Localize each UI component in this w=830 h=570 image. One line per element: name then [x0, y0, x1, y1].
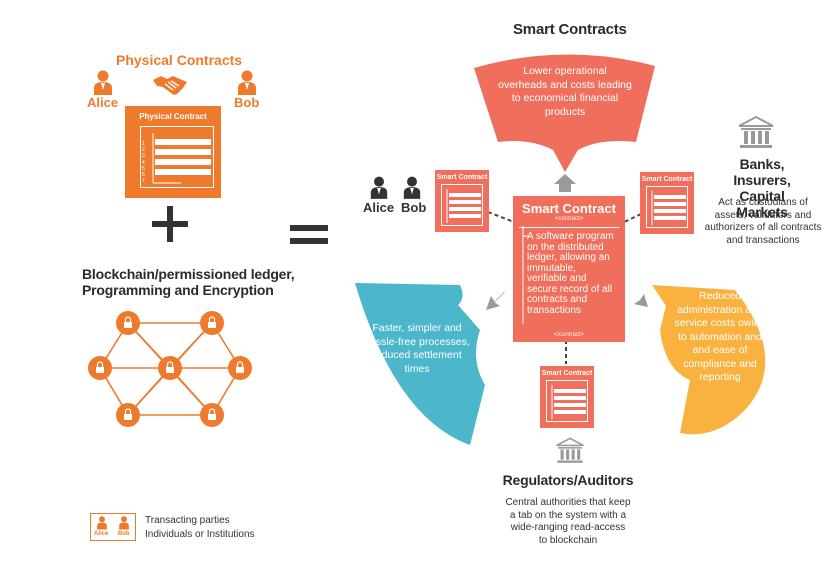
- smart-contract-doc-left-title: Smart Contract: [436, 174, 488, 181]
- smart-contract-doc-left: Smart Contract: [435, 170, 489, 232]
- code-gutter-icon: [522, 226, 529, 324]
- physical-contract-lines: 1 2 3 4 5 6 7: [140, 126, 214, 188]
- smart-contract-doc-right: Smart Contract: [640, 172, 694, 234]
- smart-contract-doc-bottom: Smart Contract: [540, 366, 594, 428]
- smart-contracts-title: Smart Contracts: [513, 21, 627, 38]
- main-smart-contract-description: A software program on the distributed le…: [527, 231, 614, 316]
- smart-contract-doc-right-title: Smart Contract: [641, 176, 693, 183]
- handshake-icon: [153, 76, 187, 95]
- alice-dark-label: Alice: [363, 200, 395, 215]
- top-benefit-text: Lower operational overheads and costs le…: [498, 65, 632, 118]
- equals-sign: [290, 225, 328, 245]
- contract-open-tag: <contract>: [554, 216, 584, 222]
- physical-contract-doc-title: Physical Contract: [139, 112, 207, 121]
- main-smart-contract: Smart Contract <contract> A software pro…: [513, 196, 625, 342]
- bob-label: Bob: [234, 95, 260, 110]
- legend-icon-box: Alice Bob: [90, 513, 136, 541]
- bob-dark-person-icon: [403, 176, 421, 199]
- left-benefit-text: Faster, simpler and hassle-free processe…: [364, 322, 470, 375]
- physical-contract-line-numbers: 1 2 3 4 5 6 7: [142, 141, 145, 185]
- contract-close-tag: </contract>: [553, 332, 585, 338]
- alice-label: Alice: [87, 95, 119, 110]
- physical-contracts-title: Physical Contracts: [116, 52, 243, 68]
- blockchain-title: Blockchain/permissioned ledger, Programm…: [82, 266, 295, 298]
- document-lines-icon: [152, 133, 211, 184]
- legend-text: Transacting parties Individuals or Insti…: [145, 515, 255, 540]
- alice-person-icon: [94, 70, 112, 95]
- plus-sign: [152, 206, 188, 242]
- document-lines-icon: [446, 189, 481, 223]
- banks-description: Act as custodians of assets, validators …: [704, 197, 822, 246]
- regulators-title: Regulators/Auditors: [502, 472, 634, 488]
- bob-dark-label: Bob: [401, 200, 427, 215]
- legend-alice-icon: [97, 516, 107, 530]
- legend-bob-label: Bob: [118, 531, 130, 537]
- alice-dark-person-icon: [370, 176, 388, 199]
- physical-contract-document: Physical Contract 1 2 3 4 5 6 7: [125, 106, 221, 198]
- bob-person-icon: [238, 70, 256, 95]
- document-lines-icon: [651, 191, 686, 225]
- right-benefit-text: Reduced administration and service costs…: [674, 290, 766, 383]
- banks-title: Banks, Insurers, Capital Markets: [733, 156, 791, 220]
- legend-alice-label: Alice: [94, 531, 109, 537]
- blockchain-network-diagram: [88, 311, 252, 427]
- smart-contract-doc-bottom-title: Smart Contract: [541, 370, 593, 377]
- legend-bob-icon: [119, 516, 129, 530]
- document-lines-icon: [551, 385, 586, 419]
- bank-building-icon: [738, 115, 774, 148]
- regulator-building-icon: [556, 437, 584, 463]
- regulators-description: Central authorities that keep a tab on t…: [505, 497, 631, 546]
- main-smart-contract-title: Smart Contract: [522, 201, 616, 216]
